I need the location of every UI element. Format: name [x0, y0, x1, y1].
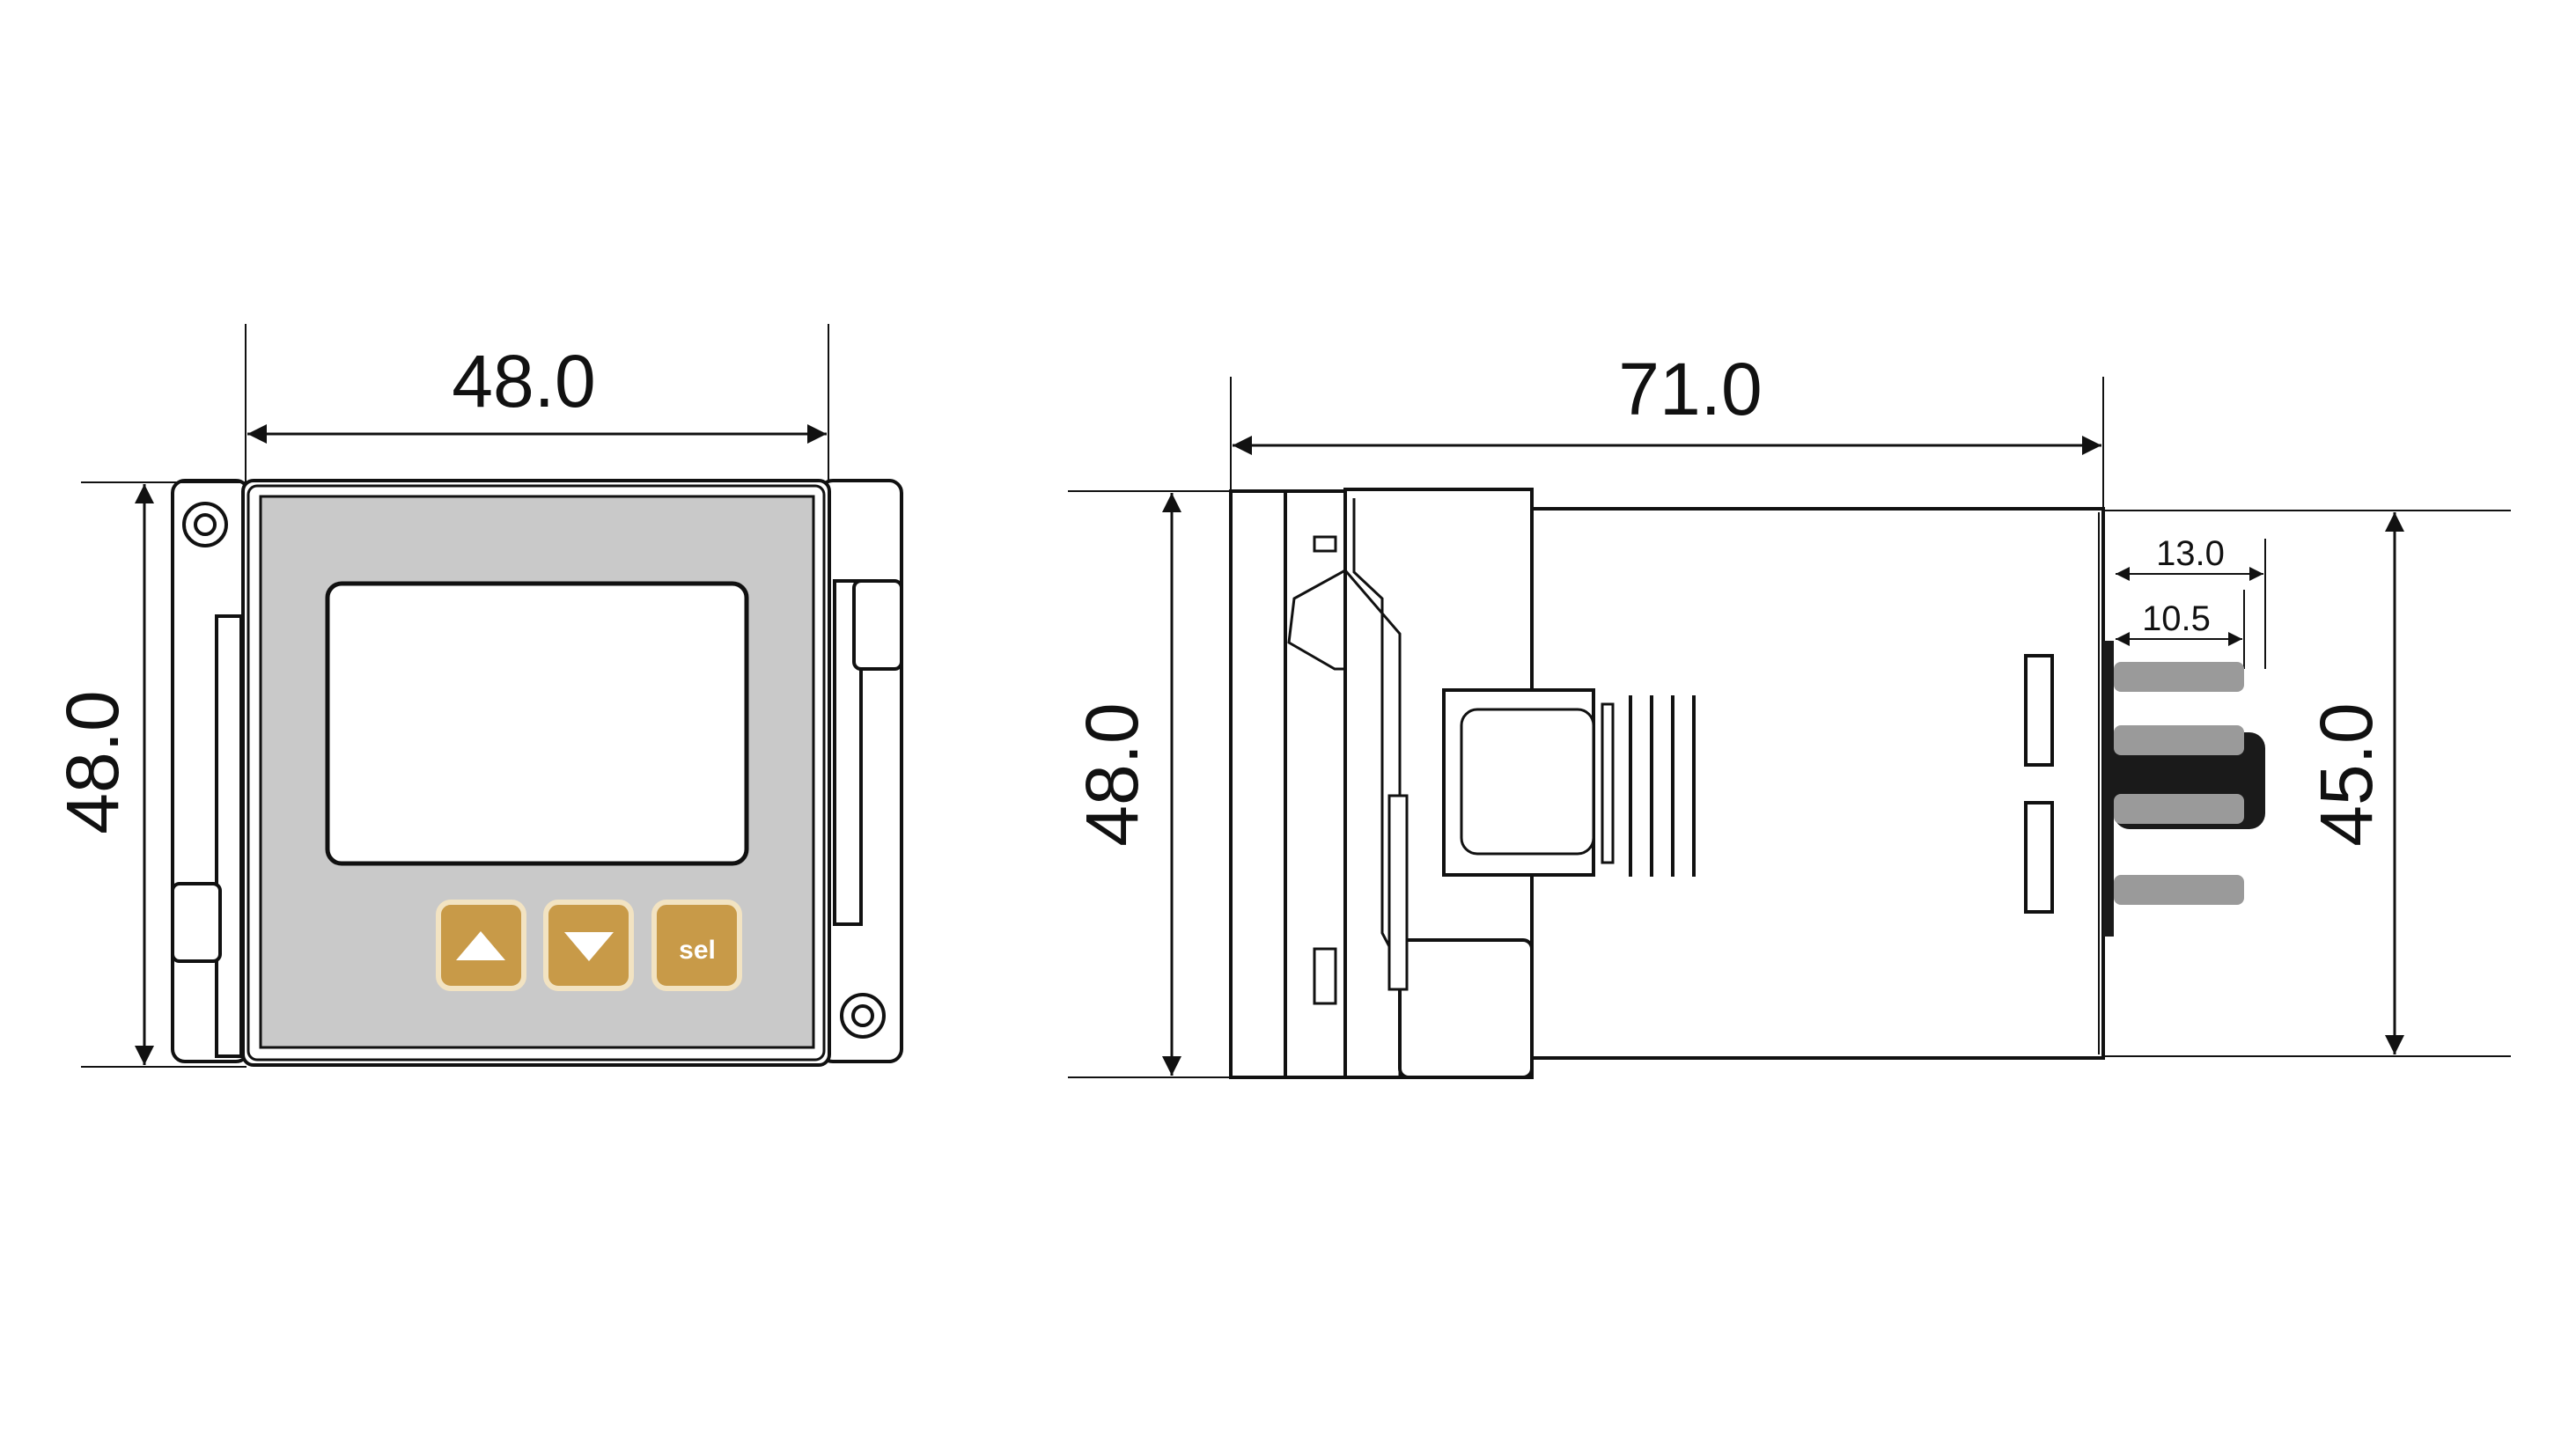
connector-pins	[2114, 662, 2244, 905]
pin	[2114, 662, 2244, 692]
clamp-inner	[1460, 708, 1595, 856]
sel-button-label: sel	[679, 936, 716, 965]
front-height-label: 48.0	[51, 690, 134, 834]
side-view	[1068, 377, 2511, 1079]
side-lower-block	[1398, 938, 1534, 1079]
front-width-label: 48.0	[452, 340, 596, 422]
side-foot	[1387, 794, 1409, 991]
right-clip-tab	[852, 579, 903, 671]
display-window	[325, 581, 749, 866]
up-button[interactable]	[436, 900, 526, 991]
pin	[2114, 725, 2244, 755]
left-clip	[215, 614, 243, 1058]
side-height-label: 48.0	[1071, 702, 1153, 847]
connector-base	[2103, 641, 2114, 937]
left-clip-tab	[171, 882, 222, 963]
side-notch-top	[1313, 535, 1337, 553]
sel-button[interactable]	[651, 900, 742, 991]
pin	[2114, 875, 2244, 905]
pin	[2114, 794, 2244, 824]
pin-inner-label: 10.5	[2142, 599, 2211, 638]
body-height-label: 45.0	[2305, 702, 2388, 847]
screw-icon	[182, 502, 228, 547]
side-bezel	[1229, 489, 1287, 1079]
arrow-up-icon	[456, 931, 505, 960]
side-length-label: 71.0	[1618, 348, 1763, 430]
clamp-rib	[1601, 702, 1615, 864]
front-view	[81, 324, 903, 1068]
clamp-ridges	[1629, 695, 1696, 877]
screw-icon	[840, 993, 886, 1039]
side-notch-bottom	[1313, 947, 1337, 1005]
vent-slot	[2024, 654, 2054, 767]
down-button[interactable]	[543, 900, 634, 991]
arrow-down-icon	[564, 932, 614, 961]
vent-slot	[2024, 801, 2054, 914]
pin-length-label: 13.0	[2156, 534, 2225, 573]
side-body	[1530, 507, 2105, 1060]
